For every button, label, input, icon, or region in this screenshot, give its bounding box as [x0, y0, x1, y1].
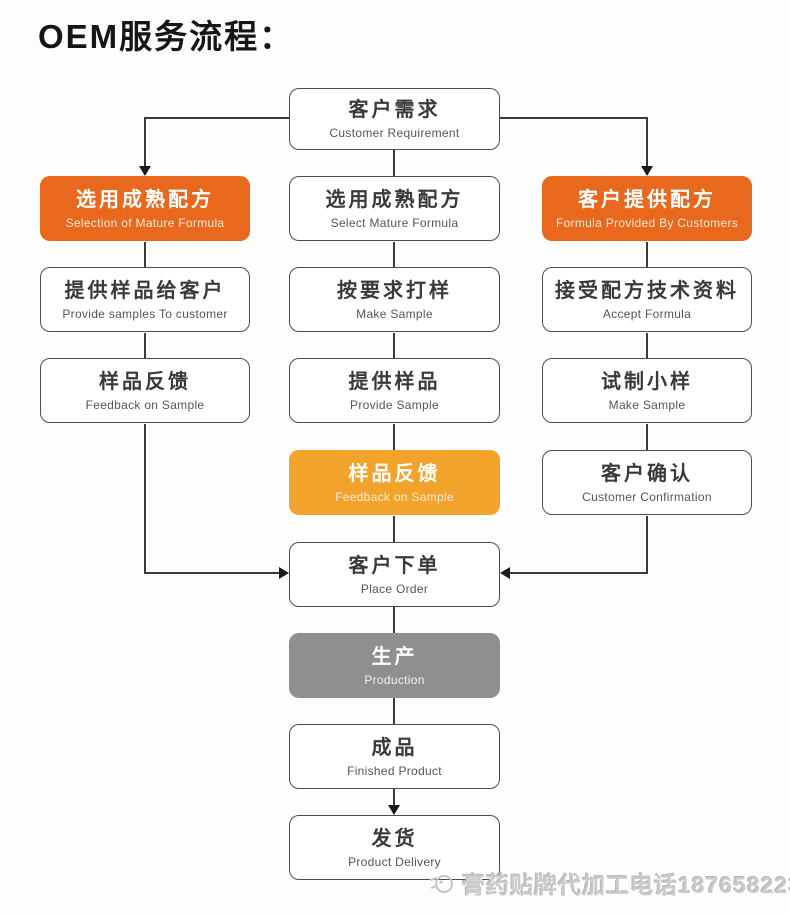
- node-label-en: Finished Product: [347, 763, 442, 778]
- arrow-down-icon: [641, 166, 653, 176]
- connector-line: [393, 424, 395, 450]
- node-label-en: Accept Formula: [602, 306, 692, 321]
- connector-line: [646, 424, 648, 450]
- node-finished-product: 成品 Finished Product: [289, 724, 500, 789]
- arrow-left-icon: [500, 567, 510, 579]
- connector-line: [144, 333, 146, 358]
- connector-line: [393, 789, 395, 806]
- node-feedback-on-sample-left: 样品反馈 Feedback on Sample: [40, 358, 250, 423]
- node-label-en: Provide Sample: [350, 397, 439, 412]
- node-label-zh: 客户下单: [348, 554, 441, 577]
- node-label-en: Customer Requirement: [329, 126, 460, 140]
- node-feedback-on-sample-mid: 样品反馈 Feedback on Sample: [289, 450, 500, 515]
- connector-line: [144, 117, 290, 119]
- connector-line: [500, 117, 648, 119]
- connector-line: [393, 242, 395, 267]
- node-label-zh: 选用成熟配方: [76, 188, 214, 211]
- node-make-sample-on-request: 按要求打样 Make Sample: [289, 267, 500, 332]
- connector-line: [646, 333, 648, 358]
- node-label-zh: 生产: [371, 645, 418, 668]
- node-label-zh: 客户提供配方: [578, 188, 716, 211]
- node-label-en: Provide samples To customer: [62, 306, 228, 321]
- connector-line: [646, 117, 648, 167]
- connector-line: [144, 572, 280, 574]
- watermark-text: 膏药贴牌代加工电话18765822310: [462, 872, 790, 898]
- watermark-doodle-icon: [429, 875, 453, 893]
- connector-line: [393, 607, 395, 633]
- node-label-en: Product Delivery: [348, 854, 441, 869]
- node-customer-requirement: 客户需求 Customer Requirement: [289, 88, 500, 150]
- page-title: OEM服务流程：: [38, 18, 295, 55]
- node-label-en: Customer Confirmation: [582, 489, 712, 504]
- node-customer-confirmation: 客户确认 Customer Confirmation: [542, 450, 752, 515]
- node-label-zh: 样品反馈: [348, 462, 441, 485]
- node-production: 生产 Production: [289, 633, 500, 698]
- watermark: 膏药贴牌代加工电话18765822310: [428, 866, 790, 900]
- arrow-down-icon: [388, 805, 400, 815]
- node-label-zh: 接受配方技术资料: [555, 279, 739, 302]
- connector-line: [393, 150, 395, 176]
- node-label-zh: 试制小样: [601, 370, 693, 393]
- arrow-down-icon: [139, 166, 151, 176]
- connector-line: [144, 424, 146, 574]
- node-label-zh: 提供样品: [348, 370, 441, 393]
- node-provide-sample: 提供样品 Provide Sample: [289, 358, 500, 423]
- node-label-en: Feedback on Sample: [335, 489, 454, 504]
- node-label-zh: 客户需求: [348, 99, 441, 121]
- connector-line: [144, 117, 146, 167]
- node-label-zh: 成品: [371, 736, 418, 759]
- node-label-en: Select Mature Formula: [330, 215, 459, 230]
- node-formula-provided-by-customers: 客户提供配方 Formula Provided By Customers: [542, 176, 752, 241]
- node-label-zh: 按要求打样: [337, 279, 452, 302]
- node-select-mature-formula: 选用成熟配方 Select Mature Formula: [289, 176, 500, 241]
- node-label-en: Production: [364, 672, 425, 687]
- node-label-zh: 提供样品给客户: [64, 279, 226, 302]
- node-provide-samples-to-customer: 提供样品给客户 Provide samples To customer: [40, 267, 250, 332]
- connector-line: [393, 516, 395, 542]
- node-label-en: Make Sample: [356, 306, 433, 321]
- connector-line: [646, 242, 648, 267]
- node-label-en: Place Order: [360, 581, 429, 596]
- arrow-right-icon: [279, 567, 289, 579]
- connector-line: [393, 333, 395, 358]
- connector-line: [646, 516, 648, 574]
- node-accept-formula: 接受配方技术资料 Accept Formula: [542, 267, 752, 332]
- connector-line: [510, 572, 648, 574]
- node-label-zh: 发货: [371, 827, 418, 850]
- node-label-en: Feedback on Sample: [85, 397, 205, 412]
- node-label-en: Formula Provided By Customers: [555, 215, 739, 230]
- node-trial-small-sample: 试制小样 Make Sample: [542, 358, 752, 423]
- node-label-en: Make Sample: [608, 397, 686, 412]
- node-label-zh: 选用成熟配方: [325, 188, 464, 211]
- connector-line: [144, 242, 146, 267]
- node-selection-mature-formula: 选用成熟配方 Selection of Mature Formula: [40, 176, 250, 241]
- node-label-zh: 客户确认: [601, 462, 693, 485]
- node-place-order: 客户下单 Place Order: [289, 542, 500, 607]
- node-label-en: Selection of Mature Formula: [65, 215, 225, 230]
- connector-line: [393, 698, 395, 724]
- node-product-delivery: 发货 Product Delivery: [289, 815, 500, 880]
- node-label-zh: 样品反馈: [99, 370, 191, 393]
